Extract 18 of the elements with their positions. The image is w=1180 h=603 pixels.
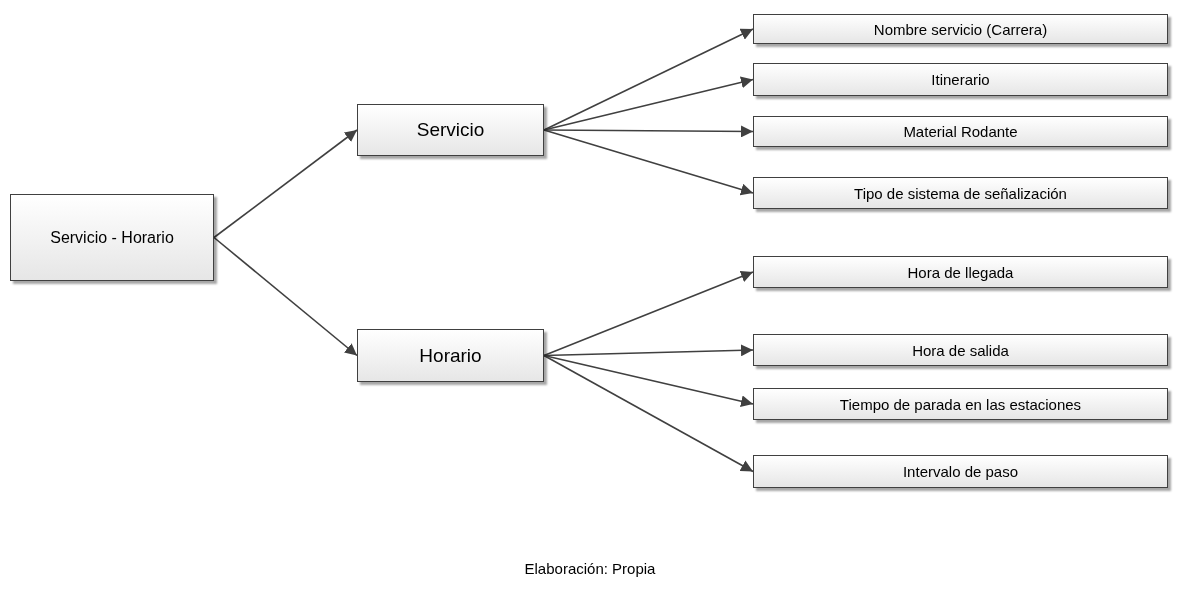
root-box: Servicio - Horario bbox=[10, 194, 214, 281]
arrow bbox=[543, 270, 754, 357]
arrow bbox=[213, 129, 358, 239]
process-box: Tipo de sistema de señalización bbox=[753, 177, 1168, 209]
process-box: Hora de llegada bbox=[753, 256, 1168, 288]
caption: Elaboración: Propia bbox=[524, 560, 656, 577]
process-box: Intervalo de paso bbox=[753, 455, 1168, 488]
process-box: Hora de salida bbox=[753, 334, 1168, 366]
process-box: Nombre servicio (Carrera) bbox=[753, 14, 1168, 44]
process-box: Horario bbox=[357, 329, 544, 382]
arrow bbox=[543, 28, 754, 131]
arrow bbox=[543, 129, 754, 196]
process-box: Material Rodante bbox=[753, 116, 1168, 147]
arrow bbox=[543, 354, 754, 473]
arrow bbox=[213, 236, 358, 357]
process-box: Itinerario bbox=[753, 63, 1168, 96]
process-box: Servicio bbox=[357, 104, 544, 156]
process-box: Tiempo de parada en las estaciones bbox=[753, 388, 1168, 420]
